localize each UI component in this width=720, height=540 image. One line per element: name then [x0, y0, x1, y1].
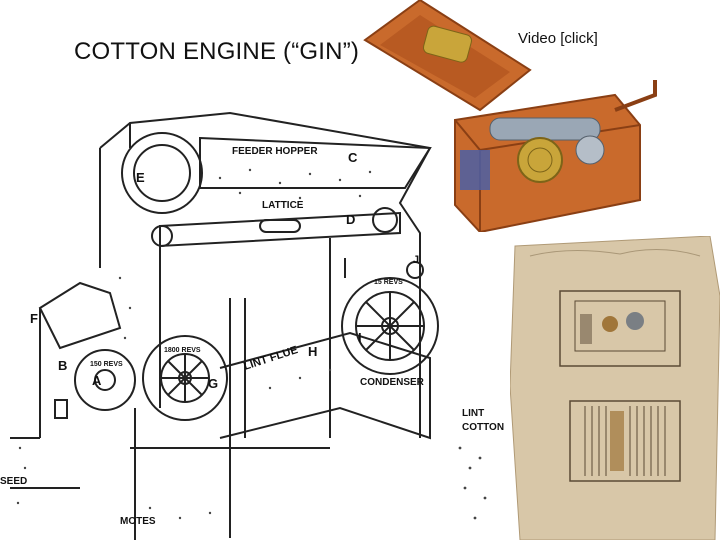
label-j: J — [413, 254, 419, 266]
patent-svg — [510, 236, 720, 540]
label-h: H — [308, 344, 317, 359]
label-a: A — [92, 373, 102, 388]
label-15-revs: 15 REVS — [374, 279, 403, 286]
diagram-svg: FEEDER HOPPER C E LATTICE D J 15 REVS F … — [0, 111, 504, 540]
photo-svg — [363, 0, 657, 232]
label-d: D — [346, 212, 355, 227]
label-150-revs: 150 REVS — [90, 361, 123, 368]
label-c: C — [348, 150, 358, 165]
label-lint: LINT — [462, 408, 484, 419]
label-lattice: LATTICE — [262, 200, 304, 211]
cotton-gin-diagram: FEEDER HOPPER C E LATTICE D J 15 REVS F … — [0, 108, 520, 540]
label-lint-flue: LINT FLUE — [242, 344, 299, 373]
label-g: G — [208, 376, 218, 391]
label-i: I — [358, 330, 362, 345]
label-seed: SEED — [0, 476, 27, 487]
label-b: B — [58, 358, 67, 373]
patent-drawing — [510, 236, 720, 540]
video-link[interactable]: Video [click] — [518, 30, 598, 47]
label-cotton: COTTON — [462, 422, 504, 433]
label-condenser: CONDENSER — [360, 377, 425, 388]
slide-title: COTTON ENGINE (“GIN”) — [74, 38, 360, 65]
label-f: F — [30, 311, 38, 326]
label-motes: MOTES — [120, 516, 156, 527]
label-feeder-hopper: FEEDER HOPPER — [232, 146, 318, 157]
label-e: E — [136, 170, 145, 185]
cotton-gin-model-photo — [360, 0, 660, 232]
label-1800-revs: 1800 REVS — [164, 347, 201, 354]
